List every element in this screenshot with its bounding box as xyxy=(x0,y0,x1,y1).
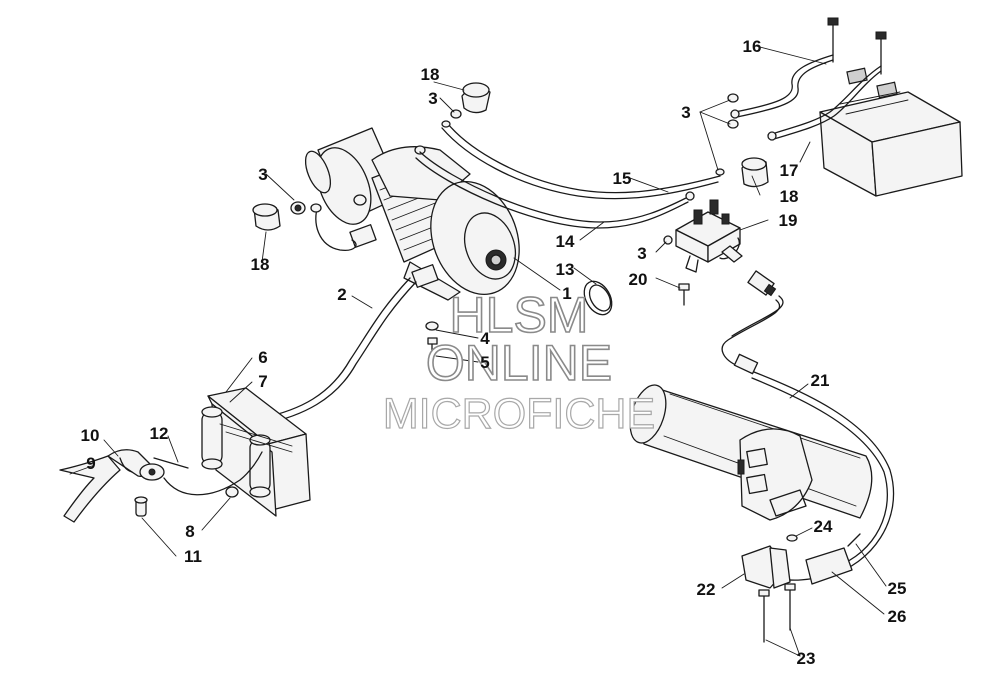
callout-15: 15 xyxy=(613,169,632,188)
screws-23 xyxy=(758,583,796,643)
winch-cable-2 xyxy=(261,277,411,419)
cable-terminal xyxy=(685,191,695,201)
hose-clamp-13 xyxy=(583,280,613,316)
battery-cable-16 xyxy=(734,54,834,113)
callout-3-left: 3 xyxy=(258,165,267,184)
callout-12: 12 xyxy=(150,424,169,443)
battery-cable-16-outer xyxy=(736,59,834,118)
terminal-boot-18-right xyxy=(741,157,769,188)
bracket-plate-22 xyxy=(769,547,791,589)
harness-21-b xyxy=(731,295,784,337)
nut-3-top xyxy=(450,109,462,119)
nut-3-left xyxy=(290,201,306,215)
cable-14 xyxy=(419,151,691,223)
winch-switch xyxy=(737,428,813,521)
solenoid-19 xyxy=(675,199,743,273)
inline-connector xyxy=(733,353,759,375)
nut-3-upper xyxy=(715,93,739,176)
winch-cable-2-b xyxy=(263,281,417,425)
leader-lines xyxy=(69,45,887,657)
battery-cable-17 xyxy=(771,65,882,135)
callout-25: 25 xyxy=(888,579,907,598)
screw-25 xyxy=(847,533,861,547)
harness-21-to-switch-b xyxy=(751,377,889,569)
callout-23: 23 xyxy=(797,649,816,668)
callout-9: 9 xyxy=(86,454,95,473)
winch-gear-housing xyxy=(349,146,520,301)
pin-12 xyxy=(153,457,189,469)
callout-18-top: 18 xyxy=(421,65,440,84)
hook-clevis xyxy=(139,463,165,481)
battery-bolt-right xyxy=(875,31,887,75)
callout-10: 10 xyxy=(81,426,100,445)
watermark-line-2: ONLINE xyxy=(426,335,612,391)
cable-15-b xyxy=(441,127,719,200)
motor-wire xyxy=(315,205,357,251)
callout-7: 7 xyxy=(258,372,267,391)
roller-fairlead-6 xyxy=(201,387,311,517)
winch-terminal xyxy=(414,145,426,155)
terminal-boot-18-top xyxy=(461,82,491,114)
callout-8: 8 xyxy=(185,522,194,541)
terminal-boot-18-left xyxy=(252,203,281,231)
callout-1: 1 xyxy=(562,284,571,303)
cable-15 xyxy=(447,123,721,194)
callout-18-left: 18 xyxy=(251,255,270,274)
callout-2: 2 xyxy=(337,285,346,304)
callout-4: 4 xyxy=(480,329,490,348)
battery xyxy=(819,67,963,197)
callout-18-right: 18 xyxy=(780,187,799,206)
callout-14: 14 xyxy=(556,232,575,251)
watermark-line-1: HLSM xyxy=(450,287,589,343)
washer-4 xyxy=(425,321,439,331)
callout-3-solenoid: 3 xyxy=(637,244,646,263)
watermark-line-3: MICROFICHE xyxy=(383,390,655,438)
callout-19: 19 xyxy=(779,211,798,230)
battery-cable-17-outer xyxy=(773,70,882,140)
screw-20 xyxy=(678,283,690,306)
winch-terminal xyxy=(353,194,367,206)
callout-3-top: 3 xyxy=(428,89,437,108)
callout-6: 6 xyxy=(258,348,267,367)
callout-21: 21 xyxy=(811,371,830,390)
callout-24: 24 xyxy=(814,517,833,536)
clevis-pin-11 xyxy=(134,496,148,517)
callout-13: 13 xyxy=(556,260,575,279)
callout-20: 20 xyxy=(629,270,648,289)
callout-26: 26 xyxy=(888,607,907,626)
cable-terminal xyxy=(730,109,740,119)
flange-bolt-8 xyxy=(225,486,239,498)
harness-21 xyxy=(721,299,781,367)
hook-cable xyxy=(163,451,263,496)
callout-17: 17 xyxy=(780,161,799,180)
cable-terminal xyxy=(441,120,451,128)
bracket-26 xyxy=(805,547,853,585)
winch-wire-lug xyxy=(310,203,322,213)
harness-connector xyxy=(747,270,777,297)
cable-14-b xyxy=(415,157,689,229)
callout-3-right: 3 xyxy=(681,103,690,122)
cable-terminal xyxy=(767,131,777,141)
callout-22: 22 xyxy=(697,580,716,599)
bolt-5 xyxy=(427,337,438,367)
callout-11: 11 xyxy=(184,547,202,566)
callout-5: 5 xyxy=(480,353,489,372)
nut-24 xyxy=(786,534,798,542)
callout-16: 16 xyxy=(743,37,762,56)
